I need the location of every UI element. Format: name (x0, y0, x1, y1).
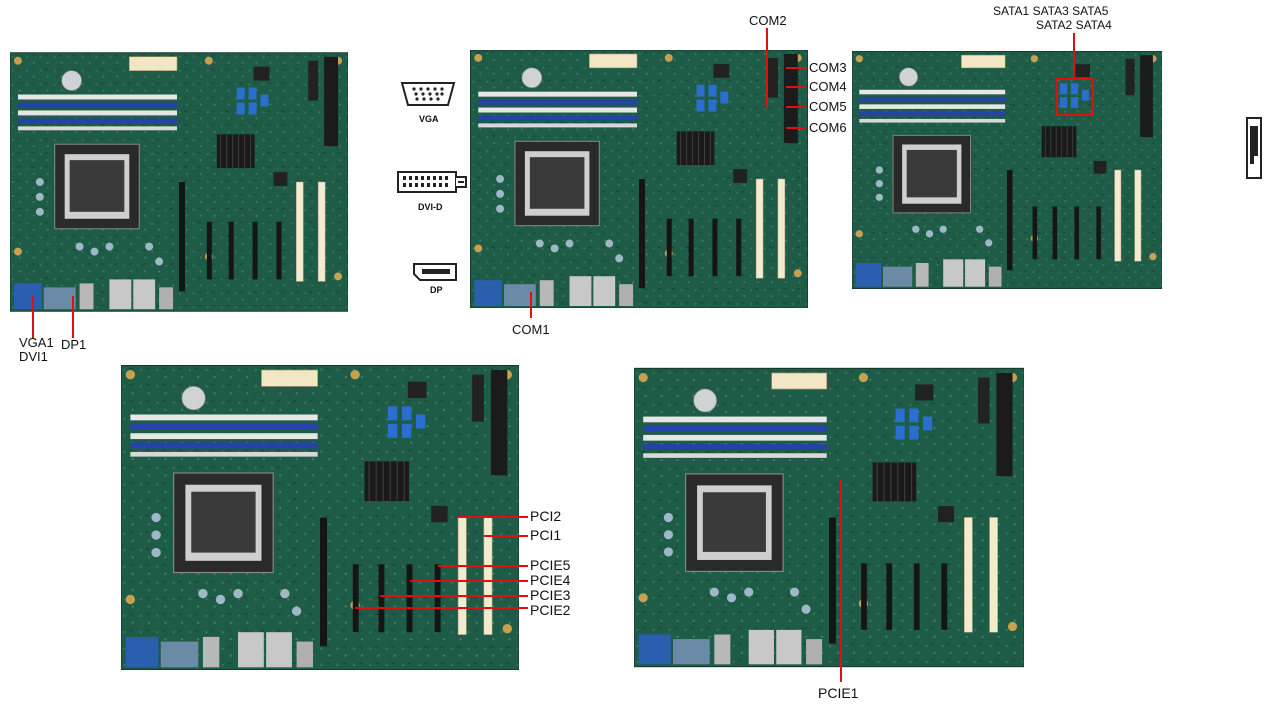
pcie4-label: PCIE4 (530, 572, 571, 588)
com5-label: COM5 (809, 99, 847, 114)
com6-label: COM6 (809, 120, 847, 135)
displayport-connector-icon (412, 262, 458, 287)
pcie4-lead (410, 580, 528, 582)
pcie1-lead (840, 480, 842, 682)
dp1-lead (72, 296, 74, 338)
com6-lead (786, 127, 806, 129)
dvi-d-connector-icon (396, 170, 468, 199)
sata-lead (1073, 33, 1075, 79)
pci2-lead (458, 516, 528, 518)
pci1-lead (484, 535, 528, 537)
pcie3-label: PCIE3 (530, 587, 571, 603)
com1-label: COM1 (512, 322, 550, 337)
pcie5-lead (438, 565, 528, 567)
vga-connector-icon (400, 80, 456, 113)
com2-label: COM2 (749, 13, 787, 28)
com4-label: COM4 (809, 79, 847, 94)
dp-legend-label: DP (430, 285, 443, 295)
com3-lead (786, 67, 806, 69)
sata-highlight-box (1056, 78, 1094, 116)
dp1-label: DP1 (61, 337, 87, 352)
pcie5-label: PCIE5 (530, 557, 571, 573)
pci1-label: PCI1 (530, 527, 562, 543)
pcie3-lead (380, 595, 528, 597)
motherboard-image (852, 50, 1162, 290)
com2-lead (766, 28, 768, 108)
vga1-label: VGA1 (19, 335, 54, 350)
dvid-legend-label: DVI-D (418, 202, 443, 212)
vga-legend-label: VGA (419, 114, 439, 124)
vga1-lead (32, 296, 34, 338)
com4-lead (786, 86, 806, 88)
pcie1-label: PCIE1 (818, 685, 859, 701)
pcie2-lead (355, 607, 528, 609)
motherboard-image (470, 50, 808, 308)
com3-label: COM3 (809, 60, 847, 75)
pcie2-label: PCIE2 (530, 602, 571, 618)
com5-lead (786, 106, 806, 108)
com1-lead (530, 292, 532, 318)
sata-row2-label: SATA2 SATA4 (1036, 18, 1112, 32)
motherboard-image (634, 365, 1024, 670)
sata-row1-label: SATA1 SATA3 SATA5 (993, 4, 1109, 18)
motherboard-image (10, 52, 348, 312)
dvi1-label: DVI1 (19, 349, 48, 364)
sata-connector-icon (1245, 116, 1263, 185)
pci2-label: PCI2 (530, 508, 562, 524)
